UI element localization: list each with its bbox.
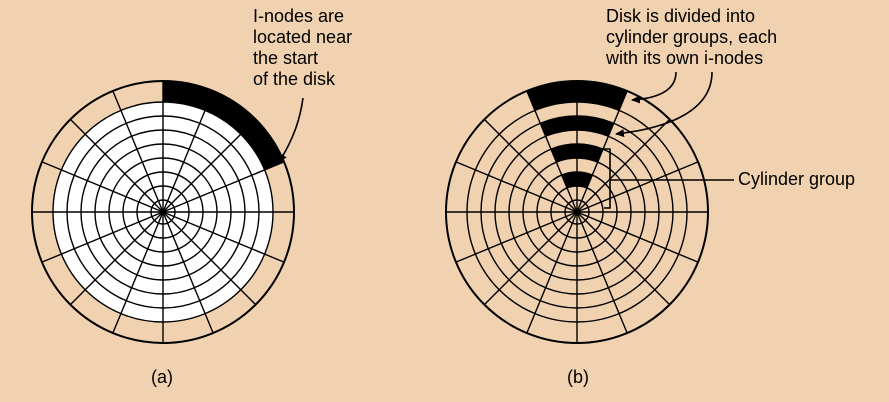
sector-spoke: [526, 211, 578, 334]
callout-arrows: [278, 71, 734, 209]
sector-spoke: [576, 211, 628, 334]
sector-spoke: [455, 161, 578, 213]
disk-b-cylinder-groups: [445, 80, 709, 344]
sector-spoke: [483, 211, 578, 306]
sector-spoke: [41, 161, 164, 213]
sector-spoke: [162, 90, 214, 213]
sector-spoke: [576, 211, 699, 263]
sector-spoke: [576, 161, 699, 213]
arrow-inode-band-2: [615, 71, 713, 138]
group-inode-band: [577, 144, 604, 163]
cylinder-group-bracket: [604, 148, 611, 209]
sector-spoke: [576, 118, 671, 213]
sector-spoke: [162, 211, 214, 334]
caption-a: (a): [151, 367, 173, 387]
sector-spoke: [112, 90, 164, 213]
annotation-inodes-near-start: I-nodes are located near the start of th…: [253, 6, 353, 89]
annotation-cylinder-groups-inodes: Disk is divided into cylinder groups, ea…: [606, 6, 778, 68]
sector-spoke: [576, 90, 628, 213]
sector-spoke: [162, 211, 285, 263]
group-inode-band: [540, 116, 577, 137]
arrow-inodes: [278, 97, 304, 163]
group-inode-band: [577, 81, 628, 111]
sector-spoke: [112, 211, 164, 334]
group-inode-band: [577, 116, 614, 137]
group-inode-band: [526, 81, 577, 111]
disk-a-single-inode-region: [31, 80, 295, 344]
sector-spoke: [455, 211, 578, 263]
sector-spoke: [69, 118, 164, 213]
group-inode-band: [550, 144, 577, 163]
sector-spoke: [162, 161, 285, 213]
sector-spoke: [69, 211, 164, 306]
sector-spoke: [483, 118, 578, 213]
sector-spoke: [576, 211, 671, 306]
caption-b: (b): [567, 367, 589, 387]
sector-spoke: [162, 118, 257, 213]
sector-spoke: [41, 211, 164, 263]
sector-spoke: [526, 90, 578, 213]
annotation-cylinder-group: Cylinder group: [738, 169, 856, 189]
arrow-inode-band-1: [631, 71, 677, 104]
inode-region: [163, 81, 285, 170]
sector-spoke: [162, 211, 257, 306]
